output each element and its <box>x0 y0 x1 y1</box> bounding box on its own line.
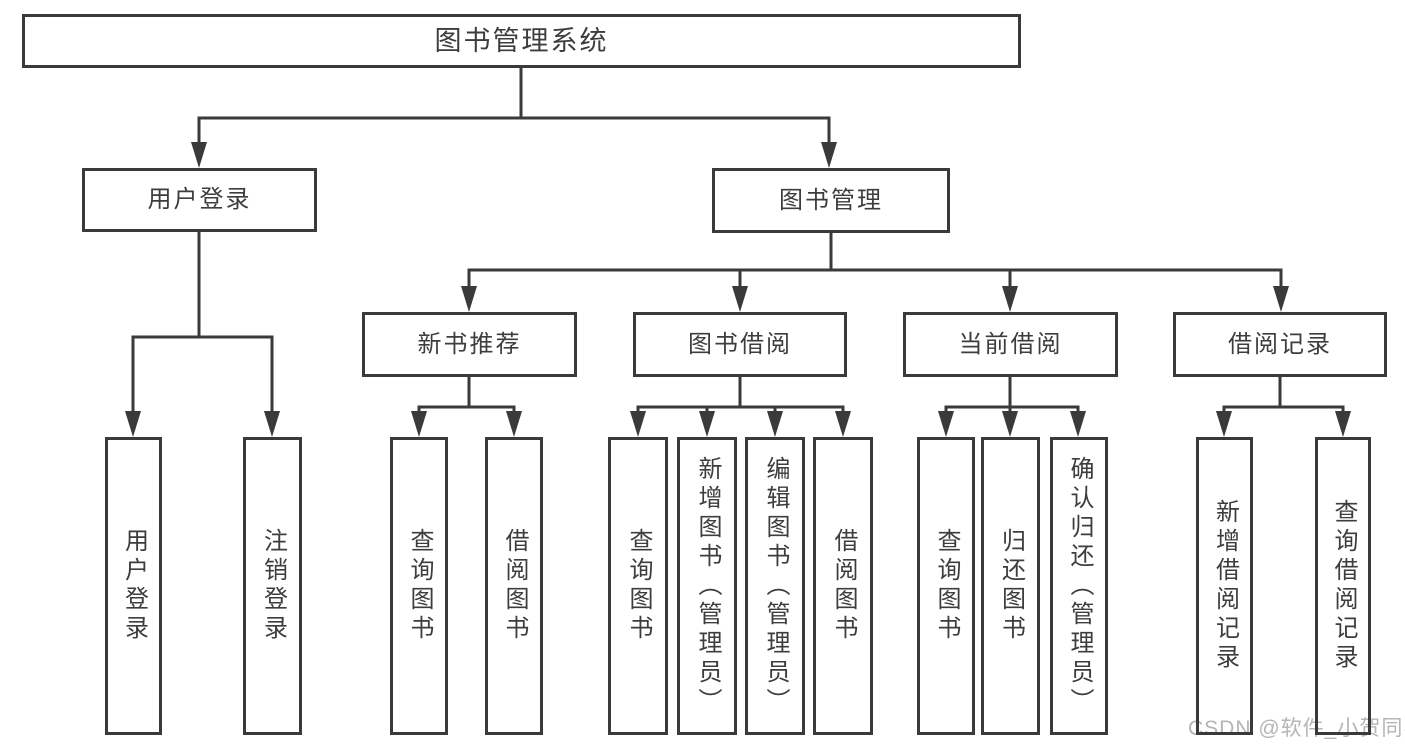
arrow-down-icon <box>264 411 280 437</box>
leaf-add-borrow-record: 新增借阅记录 <box>1196 437 1253 735</box>
arrow-down-icon <box>835 411 851 437</box>
node-user-login: 用户登录 <box>82 168 317 232</box>
arrow-down-icon <box>411 411 427 437</box>
leaf-borrow-books-recommend: 借阅图书 <box>485 437 543 735</box>
arrow-down-icon <box>699 411 715 437</box>
arrow-down-icon <box>461 286 477 312</box>
arrow-down-icon <box>1002 286 1018 312</box>
leaf-edit-books-admin: 编辑图书（管理员） <box>745 437 805 735</box>
node-new-book-recommend: 新书推荐 <box>362 312 577 377</box>
leaf-add-books-admin: 新增图书（管理员） <box>677 437 737 735</box>
leaf-user-login: 用户登录 <box>105 437 162 735</box>
leaf-query-books-borrow: 查询图书 <box>608 437 668 735</box>
node-current-borrow: 当前借阅 <box>903 312 1118 377</box>
leaf-confirm-return-admin: 确认归还（管理员） <box>1050 437 1108 735</box>
leaf-return-books: 归还图书 <box>981 437 1040 735</box>
arrow-down-icon <box>1070 411 1086 437</box>
arrow-down-icon <box>191 142 207 168</box>
leaf-query-books-current: 查询图书 <box>917 437 975 735</box>
arrow-down-icon <box>506 411 522 437</box>
arrow-down-icon <box>125 411 141 437</box>
arrow-down-icon <box>1335 411 1351 437</box>
node-library-management-system: 图书管理系统 <box>22 14 1021 68</box>
csdn-watermark: CSDN @软件_小贺同学 <box>1188 717 1405 740</box>
node-book-management: 图书管理 <box>712 168 950 233</box>
node-book-borrow: 图书借阅 <box>633 312 847 377</box>
arrow-down-icon <box>938 411 954 437</box>
leaf-query-books-recommend: 查询图书 <box>390 437 448 735</box>
arrow-down-icon <box>767 411 783 437</box>
leaf-logout: 注销登录 <box>243 437 302 735</box>
arrow-down-icon <box>630 411 646 437</box>
connector-lines <box>131 68 1345 416</box>
leaf-query-borrow-record: 查询借阅记录 <box>1315 437 1371 735</box>
arrow-down-icon <box>821 142 837 168</box>
arrow-down-icon <box>1273 286 1289 312</box>
arrow-down-icon <box>1002 411 1018 437</box>
arrow-down-icon <box>1216 411 1232 437</box>
node-borrow-records: 借阅记录 <box>1173 312 1387 377</box>
arrow-down-icon <box>732 286 748 312</box>
leaf-borrow-books: 借阅图书 <box>813 437 873 735</box>
